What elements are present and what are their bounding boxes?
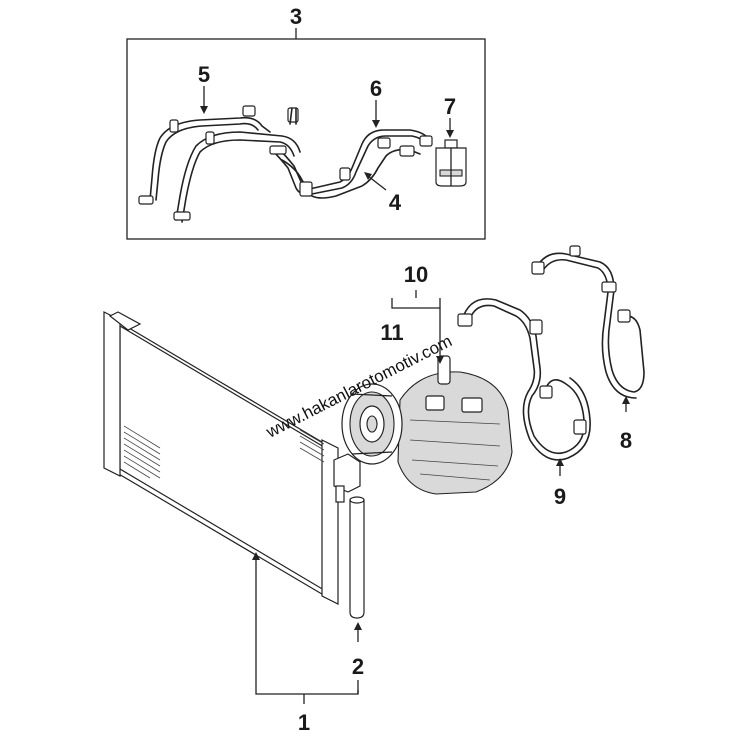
part-1-condenser	[103, 311, 361, 605]
part-5-hose	[138, 105, 301, 223]
callout-6: 6	[370, 76, 382, 101]
callout-4: 4	[389, 190, 402, 215]
hose-assembly-group-box	[126, 28, 486, 240]
callout-5: 5	[198, 62, 210, 87]
part-8-hose	[531, 245, 645, 399]
callout-8: 8	[620, 428, 632, 453]
condenser-fins	[123, 425, 325, 479]
callout-2: 2	[352, 654, 364, 679]
part-9-hose	[457, 298, 591, 461]
part-7-receiver-drier	[435, 139, 467, 187]
part-6-hose	[269, 129, 433, 199]
callout-3: 3	[290, 4, 302, 29]
callout-7: 7	[444, 94, 456, 119]
callout-10: 10	[404, 262, 428, 287]
part-2-tube	[349, 496, 365, 619]
leader-lines	[252, 290, 630, 704]
callout-9: 9	[554, 484, 566, 509]
callout-1: 1	[298, 710, 310, 735]
callout-11: 11	[380, 320, 403, 345]
compressor	[341, 355, 513, 495]
group-box-leaders	[200, 86, 454, 191]
